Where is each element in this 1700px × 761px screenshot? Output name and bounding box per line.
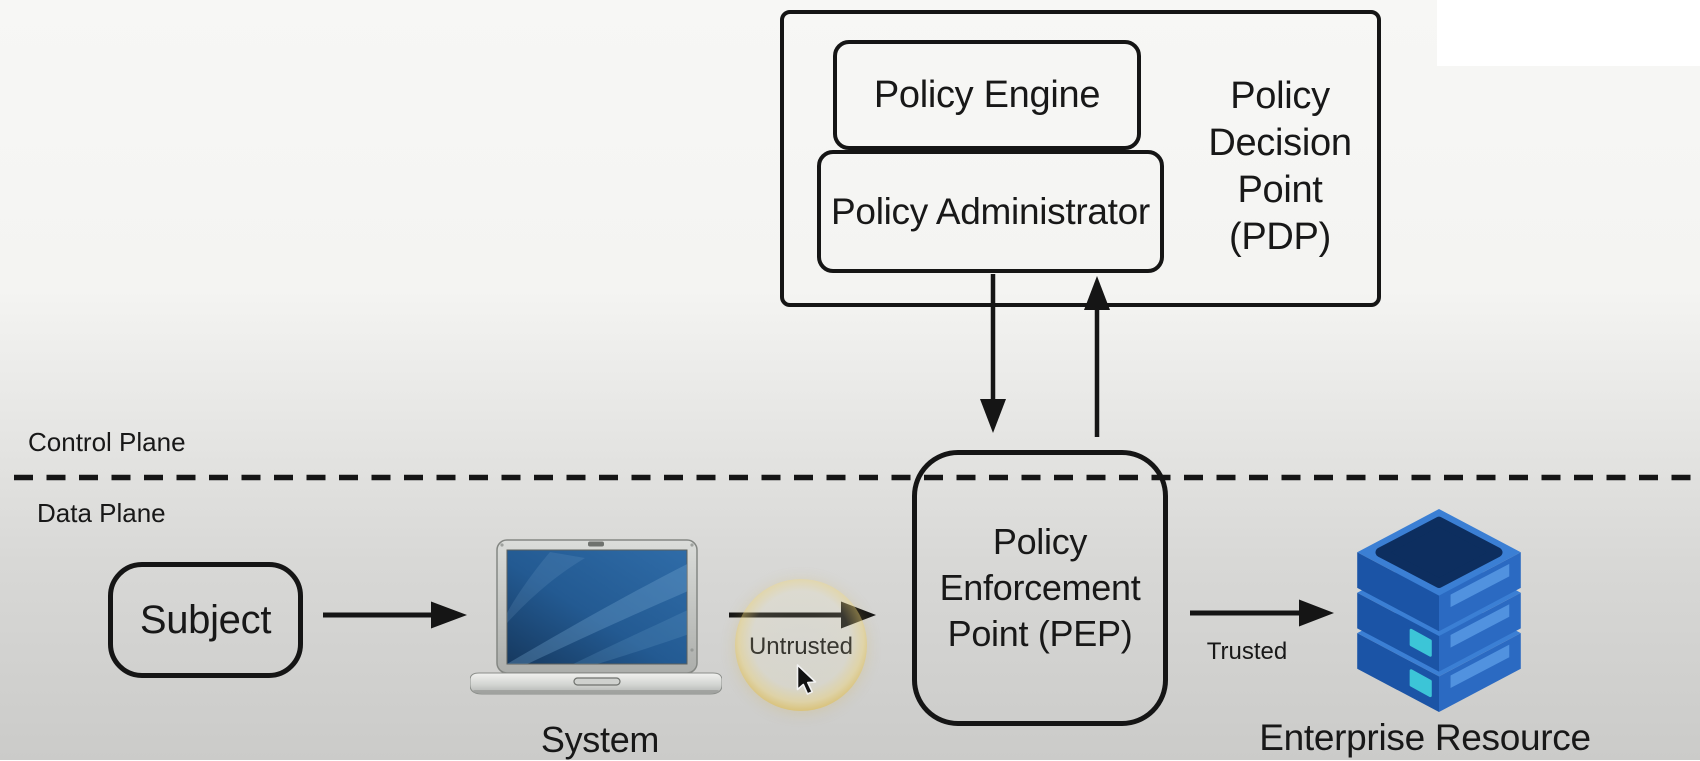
subject-box: Subject: [108, 562, 303, 678]
arrow-subject-to-system: [323, 601, 467, 629]
policy-engine-box: Policy Engine: [833, 40, 1141, 150]
enterprise-resource-label: Enterprise Resource: [1259, 717, 1591, 758]
top-right-white-patch: [1437, 0, 1700, 66]
pdp-label: Policy Decision Point (PDP): [1163, 73, 1397, 261]
pep-label-line: Enforcement: [939, 567, 1141, 608]
pep-label-line: Policy: [992, 521, 1088, 562]
laptop-icon: [470, 539, 722, 695]
policy-enforcement-point-box: Policy Enforcement Point (PEP): [912, 450, 1168, 726]
subject-label: Subject: [139, 597, 272, 642]
control-plane-label: Control Plane: [28, 427, 186, 457]
laptop-wallpaper-swooshes: [507, 552, 687, 664]
pep-label-line: Point (PEP): [947, 613, 1133, 654]
trusted-edge-label: Trusted: [1206, 638, 1288, 665]
system-label: System: [540, 719, 660, 760]
mouse-cursor-icon: [796, 664, 817, 695]
pdp-label-line: Decision: [1208, 122, 1352, 164]
untrusted-edge-label: Untrusted: [748, 633, 854, 660]
arrow-pep-to-enterprise-trusted: [1190, 599, 1334, 627]
policy-administrator-box: Policy Administrator: [817, 150, 1164, 273]
pdp-label-line: (PDP): [1229, 216, 1331, 258]
arrow-system-to-pep-untrusted: [729, 601, 876, 629]
pdp-label-line: Policy: [1230, 75, 1330, 117]
pdp-label-line: Point: [1237, 169, 1323, 211]
policy-engine-label: Policy Engine: [873, 73, 1101, 116]
server-stack-icon: [1357, 509, 1521, 713]
policy-administrator-label: Policy Administrator: [831, 190, 1150, 232]
policy-decision-point-box: [780, 10, 1381, 307]
data-plane-label: Data Plane: [37, 498, 166, 528]
